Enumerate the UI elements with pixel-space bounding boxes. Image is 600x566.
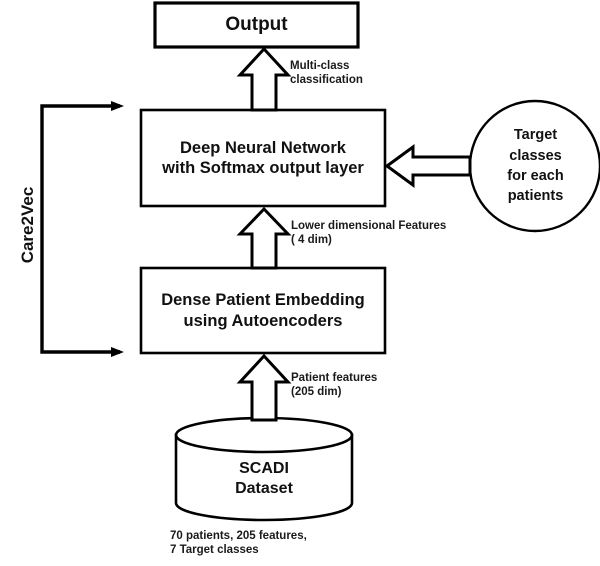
dataset-caption: 70 patients, 205 features, 7 Target clas… xyxy=(170,530,307,557)
care2vec-bracket-label: Care2Vec xyxy=(18,186,37,264)
output-box xyxy=(153,1,360,49)
arrow-dataset-to-autoencoder xyxy=(236,353,292,422)
arrow-target-classes-to-dnn xyxy=(384,144,472,188)
dnn-box xyxy=(139,108,387,208)
care2vec-bracket xyxy=(40,101,124,357)
autoencoder-box xyxy=(139,266,387,355)
edge-label-patient-features: Patient features (205 dim) xyxy=(291,372,378,399)
edge-label-lower-dimensional-features: Lower dimensional Features ( 4 dim) xyxy=(291,220,447,247)
arrow-dnn-to-output xyxy=(236,46,292,112)
target-classes-circle xyxy=(468,99,600,233)
edge-label-multi-class: Multi-class classification xyxy=(290,60,363,87)
scadi-dataset-cylinder xyxy=(174,416,354,522)
arrow-autoencoder-to-dnn xyxy=(236,206,292,270)
